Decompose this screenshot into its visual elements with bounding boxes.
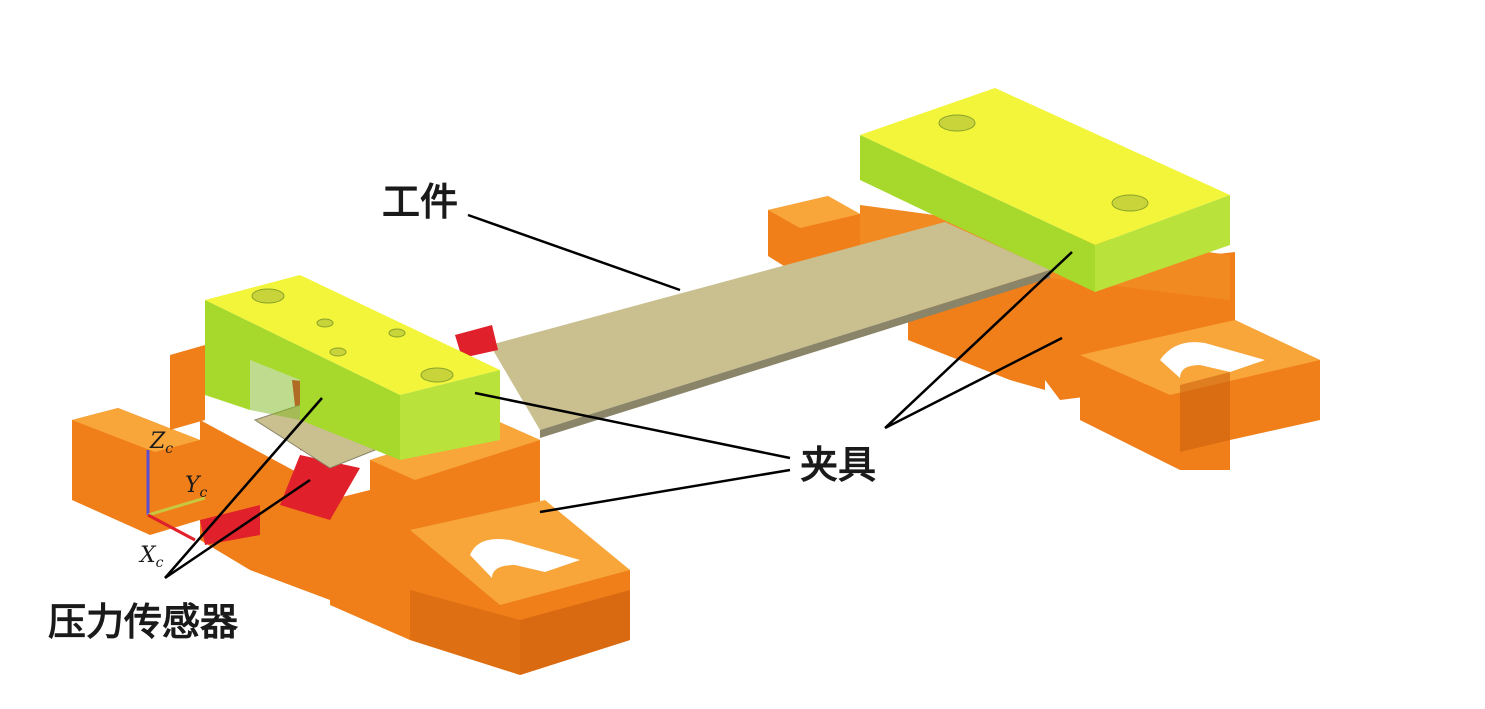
left-clamp-hole-5	[329, 347, 347, 357]
left-clamp-window	[250, 360, 300, 420]
left-base-back-riser	[170, 345, 205, 430]
right-base-left-ear-top	[768, 196, 860, 228]
leader-sensor-2	[164, 478, 311, 580]
leader-sensor-1	[164, 397, 323, 579]
workpiece	[490, 222, 1050, 438]
left-clamp-hole-2	[420, 367, 454, 383]
leader-workpiece	[467, 213, 681, 292]
leader-fixture-1	[474, 391, 791, 460]
left-base-slot	[470, 539, 580, 578]
leader-fixture-4	[884, 336, 1063, 430]
right-clamp-front	[860, 135, 1095, 292]
left-clamp-hole-1	[251, 288, 285, 304]
right-clamp-side	[1095, 195, 1230, 292]
y-axis-line	[147, 496, 206, 517]
left-fixture	[72, 275, 630, 675]
sensor-lower	[280, 455, 360, 520]
leader-fixture-2	[539, 468, 791, 514]
label-fixture: 夹具	[800, 443, 876, 487]
coordinate-axes: Zc Yc Xc	[138, 429, 208, 571]
right-clamp-hole-2	[1111, 194, 1149, 212]
right-base-slot	[1160, 342, 1265, 378]
sensor-side	[200, 505, 260, 545]
leader-lines	[164, 213, 1073, 580]
left-clamp-top	[205, 275, 500, 395]
x-axis-line	[147, 513, 196, 542]
left-clamp-hole-4	[388, 328, 406, 338]
left-clamp-hole-3	[316, 318, 334, 328]
label-pressure-sensor: 压力传感器	[48, 600, 239, 644]
y-axis-label: Yc	[185, 473, 208, 501]
workpiece-top	[490, 222, 1050, 430]
left-base-left-wing-top	[72, 408, 200, 452]
left-base-front-shadow	[410, 590, 520, 675]
right-clamp-hole-1	[938, 114, 976, 132]
label-workpiece: 工件	[382, 180, 458, 224]
right-base-shadow	[1180, 372, 1230, 452]
workpiece-edge	[540, 270, 1050, 438]
left-clamp-front	[205, 300, 400, 460]
sensor-back	[455, 325, 498, 358]
x-axis-label: Xc	[138, 543, 164, 571]
z-axis-label: Zc	[149, 429, 173, 457]
leader-fixture-3	[884, 251, 1073, 429]
left-clamp-side	[400, 370, 500, 460]
left-base-front-side	[520, 590, 630, 675]
